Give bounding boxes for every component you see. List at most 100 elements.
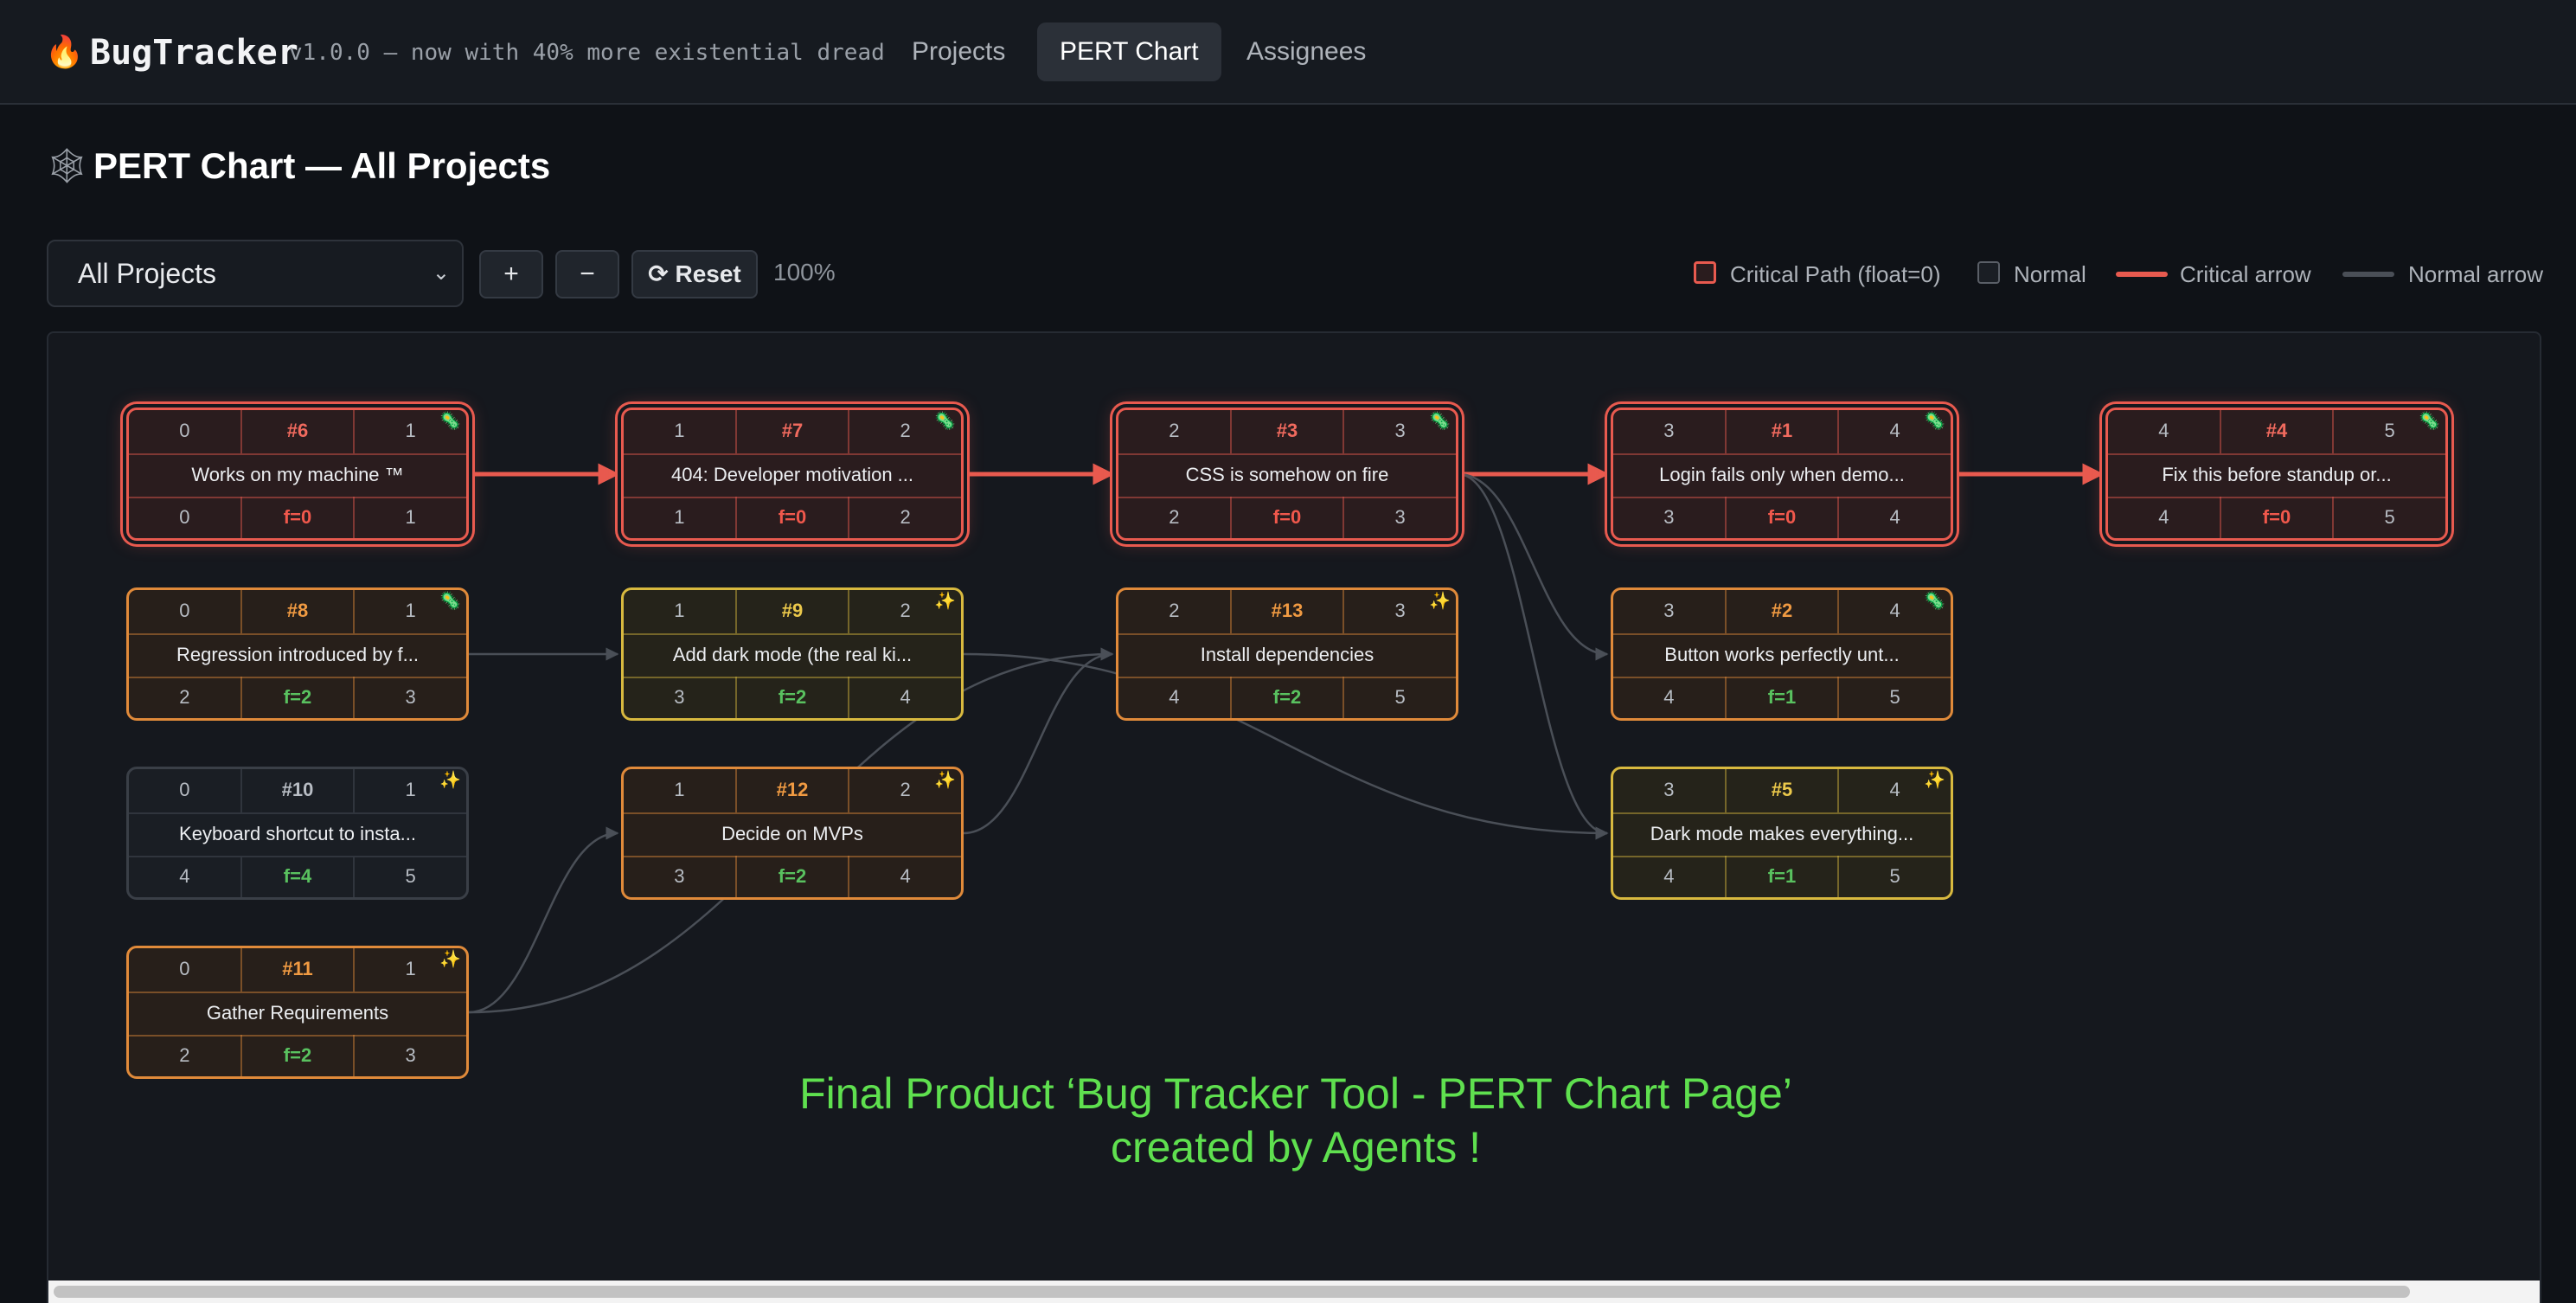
task-id: #7 — [734, 410, 850, 453]
late-finish: 5 — [1889, 865, 1900, 887]
bug-icon: 🦠 — [934, 412, 956, 431]
late-start: 4 — [1663, 686, 1675, 708]
task-title: Gather Requirements — [206, 1002, 389, 1024]
sparkle-icon: ✨ — [439, 950, 461, 969]
float-value: f=0 — [2219, 497, 2335, 538]
early-start: 1 — [674, 420, 685, 441]
task-id: #12 — [734, 769, 850, 812]
task-id: #13 — [1229, 590, 1345, 633]
task-id: #9 — [734, 590, 850, 633]
chevron-down-icon: ⌄ — [432, 261, 450, 285]
app-header: 🔥 BugTracker v1.0.0 — now with 40% more … — [0, 0, 2576, 105]
bug-icon: 🦠 — [1429, 412, 1451, 431]
late-finish: 3 — [405, 686, 416, 708]
zoom-level: 100% — [773, 259, 836, 286]
task-title: Works on my machine ™ — [191, 464, 404, 485]
spiderweb-icon: 🕸 — [45, 147, 89, 185]
float-value: f=2 — [240, 677, 356, 718]
early-start: 0 — [179, 600, 190, 621]
overlay-caption-line1: Final Product ‘Bug Tracker Tool - PERT C… — [799, 1069, 1792, 1118]
early-start: 2 — [1169, 420, 1180, 441]
task-title: Login fails only when demo... — [1659, 464, 1905, 485]
late-finish: 1 — [405, 506, 416, 528]
early-start: 1 — [674, 779, 685, 800]
late-finish: 5 — [1394, 686, 1406, 708]
late-finish: 5 — [405, 865, 416, 887]
early-finish: 1 — [405, 779, 416, 800]
early-finish: 5 — [2384, 420, 2395, 441]
zoom-out-button[interactable]: − — [555, 250, 619, 298]
overlay-caption-line2: created by Agents ! — [1110, 1123, 1482, 1171]
float-value: f=2 — [734, 856, 850, 897]
reset-button[interactable]: ⟳ Reset — [631, 250, 758, 298]
late-finish: 4 — [900, 686, 911, 708]
float-value: f=0 — [734, 497, 850, 538]
app-tagline: v1.0.0 — now with 40% more existential d… — [289, 40, 885, 66]
legend-normal-swatch — [1977, 261, 2000, 284]
task-title: Dark mode makes everything... — [1650, 823, 1914, 844]
task-title: Regression introduced by f... — [176, 644, 420, 665]
project-select[interactable]: All Projects ⌄ — [47, 240, 464, 307]
early-finish: 1 — [405, 600, 416, 621]
horizontal-scrollbar[interactable] — [48, 1281, 2540, 1303]
tab-projects[interactable]: Projects — [912, 37, 1006, 66]
late-start: 3 — [674, 686, 685, 708]
edge-9-to-5 — [963, 652, 1609, 840]
tab-pert-chart[interactable]: PERT Chart — [1037, 22, 1221, 81]
late-finish: 5 — [1889, 686, 1900, 708]
float-value: f=1 — [1724, 856, 1840, 897]
early-finish: 1 — [405, 420, 416, 441]
early-start: 3 — [1663, 779, 1675, 800]
early-start: 3 — [1663, 420, 1675, 441]
scrollbar-thumb[interactable] — [54, 1286, 2410, 1298]
sparkle-icon: ✨ — [439, 771, 461, 790]
task-id: #2 — [1724, 590, 1840, 633]
late-start: 1 — [674, 506, 685, 528]
late-finish: 4 — [900, 865, 911, 887]
sparkle-icon: ✨ — [934, 592, 956, 611]
tab-assignees[interactable]: Assignees — [1246, 37, 1367, 66]
float-value: f=0 — [1229, 497, 1345, 538]
late-start: 3 — [1663, 506, 1675, 528]
task-id: #1 — [1724, 410, 1840, 453]
edge-3-to-2 — [1458, 472, 1609, 661]
early-finish: 2 — [900, 600, 911, 621]
float-value: f=2 — [734, 677, 850, 718]
early-start: 0 — [179, 420, 190, 441]
float-value: f=4 — [240, 856, 356, 897]
early-finish: 2 — [900, 779, 911, 800]
legend-critical-swatch — [1694, 261, 1716, 284]
task-id: #8 — [240, 590, 356, 633]
app-name[interactable]: BugTracker — [90, 33, 298, 73]
float-value: f=0 — [240, 497, 356, 538]
task-id: #3 — [1229, 410, 1345, 453]
zoom-in-button[interactable]: + — [479, 250, 543, 298]
early-start: 0 — [179, 958, 190, 979]
late-start: 4 — [2158, 506, 2169, 528]
legend-critical-arrow-swatch — [2116, 272, 2168, 277]
late-finish: 3 — [405, 1044, 416, 1066]
task-id: #11 — [240, 948, 356, 992]
float-value: f=1 — [1724, 677, 1840, 718]
early-start: 1 — [674, 600, 685, 621]
pert-canvas[interactable]: Final Product ‘Bug Tracker Tool - PERT C… — [47, 331, 2541, 1303]
task-id: #6 — [240, 410, 356, 453]
early-finish: 4 — [1889, 600, 1900, 621]
project-select-value: All Projects — [78, 258, 217, 289]
late-start: 4 — [179, 865, 190, 887]
early-finish: 2 — [900, 420, 911, 441]
late-start: 4 — [1169, 686, 1180, 708]
